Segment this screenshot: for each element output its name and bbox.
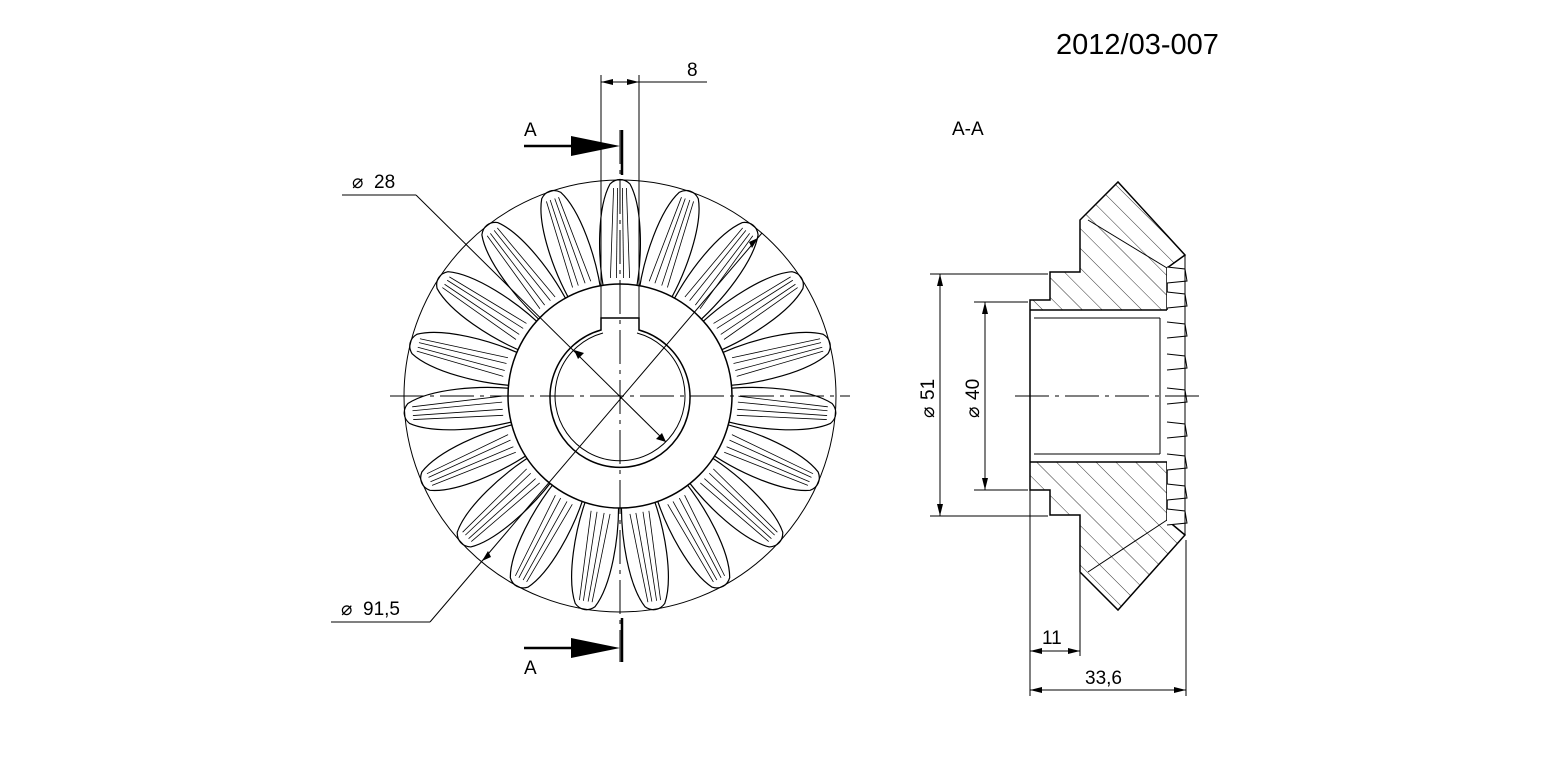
bore-dim-arrow-2 — [656, 433, 666, 442]
section-outline-upper — [1029, 180, 1187, 310]
section-mark-bottom: A — [524, 658, 537, 679]
section-teeth — [1166, 255, 1188, 535]
hub-len-arrow-left — [1030, 648, 1042, 654]
key-width-arrow-left — [601, 79, 613, 85]
hub-diameter-label: 51 — [918, 379, 939, 400]
bore40-dim-arrow-top — [982, 302, 988, 314]
bore-dim-leader — [415, 194, 667, 443]
gear-teeth — [403, 178, 837, 611]
key-width-arrow-right — [627, 79, 639, 85]
bore-diameter-symbol: ⌀ — [352, 172, 363, 193]
total-len-arrow-left — [1030, 687, 1042, 693]
key-width-label: 8 — [687, 60, 698, 81]
outer-dim-arrow-2 — [749, 238, 758, 248]
bore40-dim-arrow-bottom — [982, 478, 988, 490]
section-outline-lower — [1029, 462, 1187, 612]
hub-dim-arrow-top — [937, 274, 943, 286]
tooth-face-lower — [1087, 519, 1168, 573]
total-len-arrow-right — [1174, 687, 1186, 693]
bore-dim-arrow-1 — [574, 350, 584, 359]
gear-tooth — [571, 486, 620, 611]
section-tooth — [1166, 266, 1188, 284]
hub-length-label: 11 — [1042, 628, 1062, 649]
drawing-number: 2012/03-007 — [1056, 29, 1219, 61]
section-tooth — [1166, 508, 1188, 526]
section-arrow-bottom — [571, 638, 620, 658]
section-tooth — [1166, 453, 1188, 471]
outer-diameter-label: 91,5 — [363, 599, 400, 620]
bore40-diameter-label: 40 — [963, 379, 984, 400]
section-tooth — [1166, 353, 1188, 371]
section-hatch-lower — [1030, 462, 1185, 610]
hub-len-arrow-right — [1068, 648, 1080, 654]
bore40-diameter-symbol: ⌀ — [963, 407, 984, 418]
section-tooth — [1166, 421, 1188, 439]
section-tooth — [1166, 291, 1188, 309]
section-tooth — [1166, 483, 1188, 501]
gear-tooth — [620, 486, 669, 611]
outer-dim-arrow-1 — [482, 551, 491, 561]
section-mark-top: A — [524, 120, 537, 141]
bore-diameter-label: 28 — [374, 172, 395, 193]
gear-tooth — [409, 331, 533, 387]
section-tooth — [1166, 321, 1188, 339]
section-arrow-top — [571, 136, 620, 156]
total-length-label: 33,6 — [1085, 668, 1122, 689]
outer-diameter-symbol: ⌀ — [341, 599, 352, 620]
tooth-face-upper — [1087, 219, 1168, 269]
gear-tooth — [652, 472, 731, 589]
hub-diameter-symbol: ⌀ — [918, 407, 939, 418]
hub-dim-arrow-bottom — [937, 504, 943, 516]
section-title: A-A — [952, 119, 984, 140]
